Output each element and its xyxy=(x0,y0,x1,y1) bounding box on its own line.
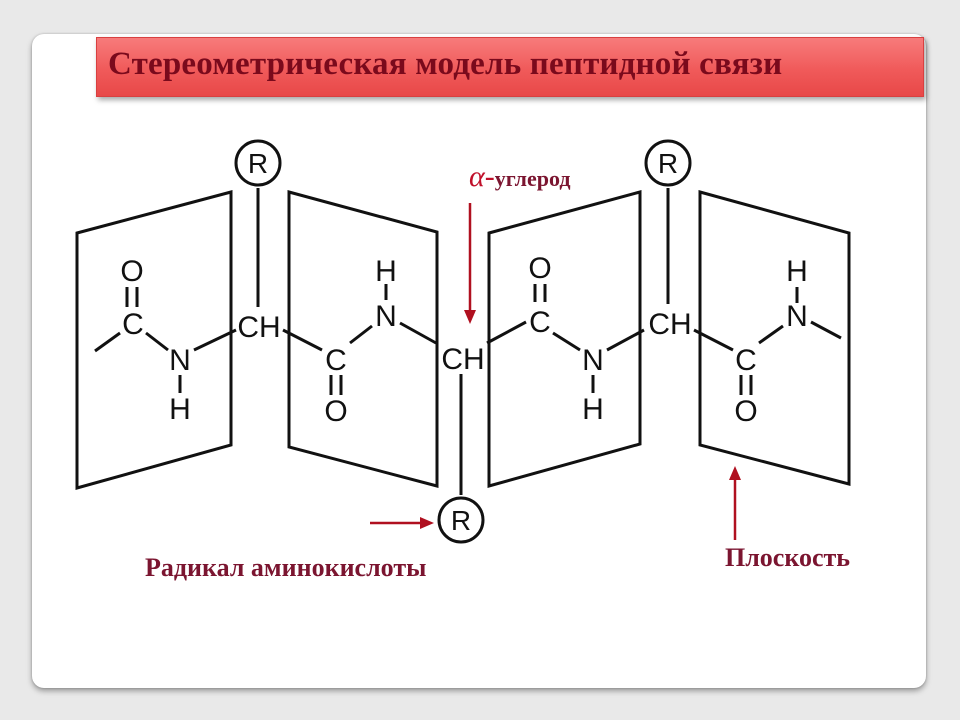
alpha-carbon-text: углерод xyxy=(494,166,571,191)
atom-n-2: N xyxy=(375,300,397,333)
atom-o-3: O xyxy=(528,252,551,285)
plane-4 xyxy=(698,190,851,486)
atom-n-1: N xyxy=(169,344,191,377)
title-bar xyxy=(96,37,924,97)
radical-r-1: R xyxy=(248,148,268,179)
alpha-carbon-2: CH xyxy=(441,343,484,376)
atom-n-3: N xyxy=(582,344,604,377)
plane-1 xyxy=(75,190,233,490)
plane-label: Плоскость xyxy=(725,543,851,572)
alpha-symbol: α- xyxy=(469,160,495,193)
alpha-carbon-label: α-углерод xyxy=(469,160,570,194)
plane-2 xyxy=(287,190,439,488)
atom-h-1: H xyxy=(169,393,191,426)
atom-n-4: N xyxy=(786,300,808,333)
atom-h-3: H xyxy=(582,393,604,426)
atom-o-4: O xyxy=(734,395,757,428)
plane-3 xyxy=(487,190,642,488)
radical-label: Радикал аминокислоты xyxy=(145,553,427,582)
slide-title: Стереометрическая модель пептидной связи xyxy=(108,46,783,82)
atom-o-2: O xyxy=(324,395,347,428)
atom-c-1: C xyxy=(122,308,144,341)
atom-o-1: O xyxy=(120,255,143,288)
atom-c-2: C xyxy=(325,344,347,377)
atom-c-3: C xyxy=(529,306,551,339)
alpha-carbon-3: CH xyxy=(648,308,691,341)
atom-h-2: H xyxy=(375,255,397,288)
alpha-carbon-1: CH xyxy=(237,311,280,344)
slide-background xyxy=(32,34,926,688)
atom-c-4: C xyxy=(735,344,757,377)
atom-h-4: H xyxy=(786,255,808,288)
radical-r-3: R xyxy=(658,148,678,179)
radical-r-2: R xyxy=(451,505,471,536)
